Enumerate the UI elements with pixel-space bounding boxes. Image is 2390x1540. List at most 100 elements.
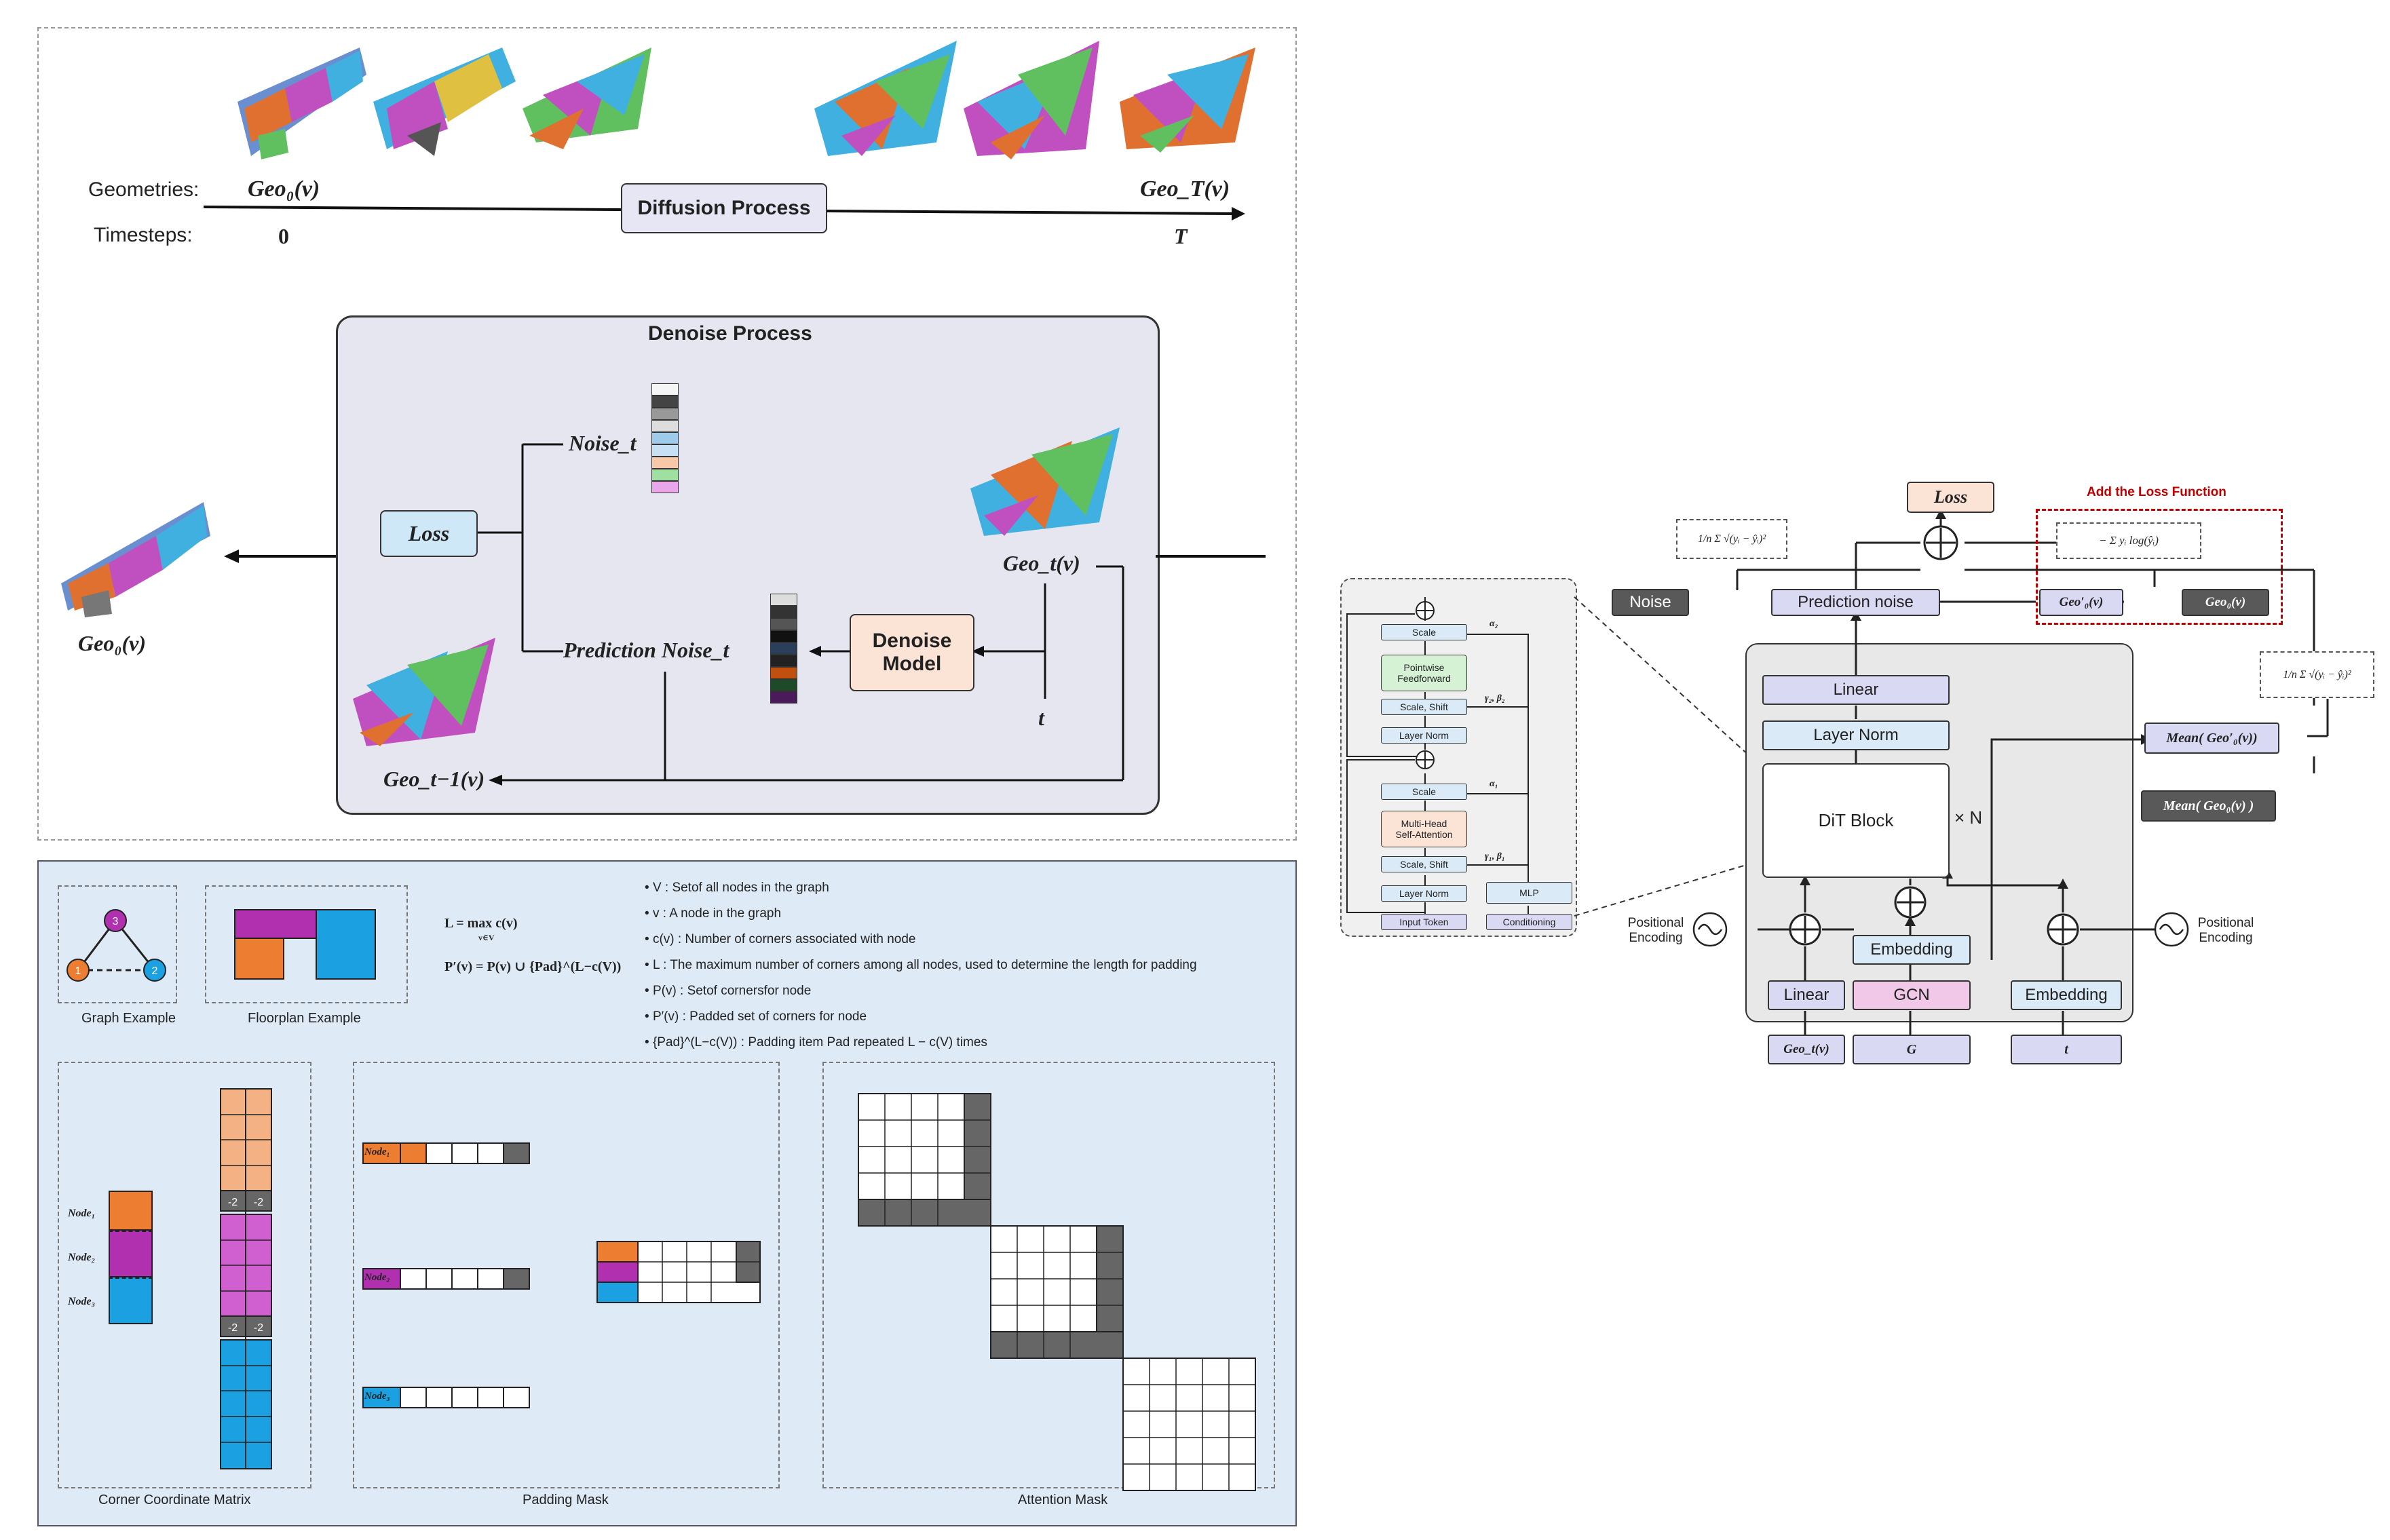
node1-label: Node₁ <box>68 1208 96 1219</box>
mean-box: Mean( Geo₀(v) ) <box>2141 790 2276 822</box>
loss-label: Loss <box>408 521 450 545</box>
definition-item: • L : The maximum number of corners amon… <box>645 958 1197 972</box>
svg-text:3: 3 <box>113 916 119 927</box>
embedding-mid-box: Embedding <box>1853 935 1971 965</box>
inner-scale-top: Scale <box>1381 624 1467 640</box>
prediction-noise-box: Prediction noise <box>1771 589 1940 616</box>
diffusion-panel <box>37 27 1297 841</box>
dit-loss-box: Loss <box>1907 482 1994 513</box>
denoise-model-label: Denoise Model <box>872 630 952 675</box>
corner-matrix-frame <box>58 1062 311 1488</box>
loss-box: Loss <box>380 510 478 557</box>
geo0-box: Geo₀(v) <box>2182 589 2269 616</box>
add-loss-label: Add the Loss Function <box>2087 485 2226 499</box>
thumb-5 <box>1120 47 1255 153</box>
pos-enc-left-label: Positional Encoding <box>1627 916 1684 945</box>
denoise-model-box: Denoise Model <box>850 614 974 691</box>
geo0-label: Geo₀(v) <box>248 176 320 201</box>
noise-label: Noise <box>1629 593 1671 611</box>
definition-item: • V : Setof all nodes in the graph <box>645 881 829 895</box>
layer-norm-box: Layer Norm <box>1762 720 1950 750</box>
padding-mask-frame <box>353 1062 780 1488</box>
times-n-label: × N <box>1954 807 1983 828</box>
diffusion-process-label: Diffusion Process <box>637 197 811 219</box>
formula-L-sub: v∈V <box>478 933 495 942</box>
floorplan-example-frame <box>205 885 408 1003</box>
prediction-noise-label: Prediction noise <box>1798 593 1914 611</box>
svg-text:-2: -2 <box>228 1322 238 1334</box>
formula-P: P′(v) = P(v) ∪ {Pad}^(L−c(V)) <box>444 959 622 974</box>
inner-conditioning: Conditioning <box>1486 914 1572 930</box>
attention-mask-frame <box>822 1062 1275 1488</box>
timestep-T: T <box>1174 224 1188 248</box>
inner-scale-shift-bottom: Scale, Shift <box>1381 856 1467 872</box>
svg-text:1: 1 <box>75 965 81 977</box>
noise-t-label: Noise_t <box>569 431 637 455</box>
graph-example-label: Graph Example <box>81 1011 176 1026</box>
geo-t-noisy <box>970 427 1120 536</box>
inner-scale-mid: Scale <box>1381 784 1467 800</box>
geo-t-minus-1 <box>353 638 495 746</box>
inner-mhsa: Multi-Head Self-Attention <box>1381 811 1467 847</box>
corner-matrix-label: Corner Coordinate Matrix <box>98 1493 251 1507</box>
definition-item: • c(v) : Number of corners associated wi… <box>645 932 916 946</box>
geo0-prime-box: Geo′₀(v) <box>2039 589 2123 616</box>
mse-box-top: 1/n Σ √(yᵢ − ŷᵢ)² <box>1676 519 1787 559</box>
inner-layer-norm-bottom: Layer Norm <box>1381 885 1467 902</box>
node2-label: Node₂ <box>68 1252 96 1263</box>
floorplan-orange <box>234 938 284 980</box>
dit-loss-label: Loss <box>1933 487 1968 507</box>
thumb-0 <box>238 47 366 159</box>
floorplan-example-label: Floorplan Example <box>248 1011 361 1026</box>
node-stack <box>109 1191 153 1324</box>
padding-node3: Node₃ <box>364 1391 390 1402</box>
geoT-label: Geo_T(v) <box>1140 176 1230 201</box>
svg-text:2: 2 <box>152 965 158 977</box>
dit-block-box: DiT Block <box>1762 763 1950 878</box>
definition-item: • P(v) : Setof cornersfor node <box>645 984 812 998</box>
mse-box-right: 1/n Σ √(yᵢ − ŷᵢ)² <box>2260 651 2374 698</box>
diffusion-process-box: Diffusion Process <box>621 183 827 233</box>
thumb-2 <box>523 47 651 149</box>
ce-box: − Σ yᵢ log(ŷᵢ) <box>2056 522 2201 559</box>
mean-prime-box: Mean( Geo′₀(v)) <box>2144 723 2279 754</box>
input-t-box: t <box>2011 1035 2122 1064</box>
inner-alpha2: α₂ <box>1490 619 1498 629</box>
embedding-right-box: Embedding <box>2011 980 2122 1010</box>
denoise-title: Denoise Process <box>648 322 812 345</box>
add-loss-frame <box>2036 509 2283 625</box>
definition-item: • P′(v) : Padded set of corners for node <box>645 1009 867 1024</box>
input-geo-box: Geo_t(v) <box>1768 1035 1845 1064</box>
prediction-noise-vector <box>770 594 797 704</box>
inner-mlp: MLP <box>1486 882 1572 904</box>
noise-box: Noise <box>1612 589 1689 616</box>
inner-layer-norm-top: Layer Norm <box>1381 727 1467 744</box>
graph-example-frame <box>58 885 177 1003</box>
linear-bottom-box: Linear <box>1768 980 1845 1010</box>
inner-alpha1: α₁ <box>1490 779 1498 789</box>
node3-label: Node₃ <box>68 1296 96 1307</box>
prediction-noise-label: Prediction Noise_t <box>563 638 729 662</box>
noise-vector <box>651 383 679 493</box>
geo0-output <box>61 502 210 617</box>
inner-input-token: Input Token <box>1381 914 1467 930</box>
svg-text:-2: -2 <box>254 1197 263 1208</box>
timesteps-label: Timesteps: <box>94 224 193 246</box>
definition-item: • v : A node in the graph <box>645 906 782 921</box>
gcn-box: GCN <box>1853 980 1971 1010</box>
formula-L: L = max c(v) <box>444 916 518 931</box>
inner-gamma2: γ₂, β₂ <box>1485 693 1505 704</box>
linear-top-box: Linear <box>1762 675 1950 705</box>
inner-gamma1: γ₁, β₁ <box>1485 851 1505 862</box>
geo0-output-label: Geo₀(v) <box>78 631 146 655</box>
geo-t-minus-1-label: Geo_t−1(v) <box>383 767 485 791</box>
thumb-1 <box>373 47 516 156</box>
